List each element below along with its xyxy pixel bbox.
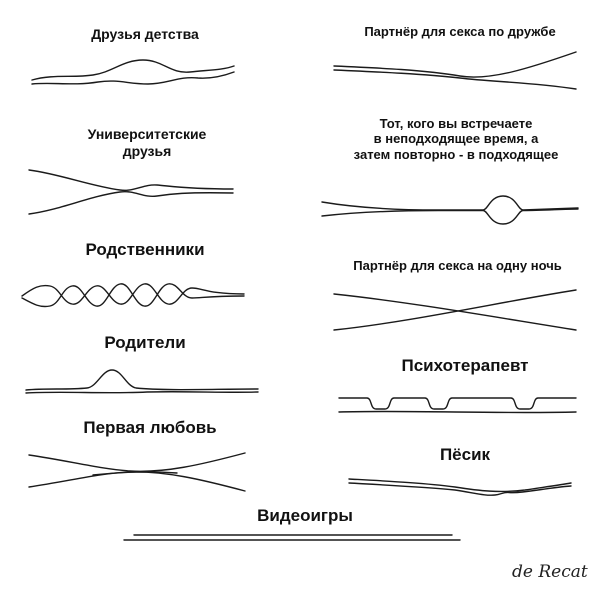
line-b bbox=[21, 283, 245, 308]
line-b bbox=[333, 69, 577, 90]
label-first-love: Первая любовь bbox=[83, 418, 217, 437]
line-c bbox=[92, 471, 178, 476]
line-b bbox=[348, 482, 572, 496]
line-a bbox=[333, 293, 577, 331]
label-parents: Родители bbox=[104, 333, 186, 352]
label-relatives: Родственники bbox=[85, 240, 205, 259]
drawing-videogames bbox=[123, 534, 461, 541]
label-videogames: Видеоигры bbox=[257, 506, 353, 525]
drawing-relatives bbox=[21, 283, 245, 308]
artist-signature: de Recat bbox=[512, 562, 588, 582]
drawing-first-love bbox=[28, 452, 246, 492]
label-therapist: Психотерапевт bbox=[401, 356, 529, 375]
line-a bbox=[348, 478, 572, 493]
line-a bbox=[28, 452, 246, 473]
line-b bbox=[338, 410, 577, 414]
label-childhood-friends: Друзья детства bbox=[91, 26, 199, 42]
line-b bbox=[31, 71, 235, 85]
line-a bbox=[31, 59, 235, 81]
drawing-therapist bbox=[338, 397, 577, 414]
drawing-fwb bbox=[333, 51, 577, 90]
label-one-night: Партнёр для секса на одну ночь bbox=[353, 258, 562, 273]
drawing-right-time bbox=[321, 195, 579, 225]
drawing-one-night bbox=[333, 289, 577, 331]
line-b bbox=[28, 190, 234, 215]
line-b bbox=[25, 391, 259, 394]
label-university-friends: Университетские друзья bbox=[87, 126, 207, 159]
drawing-dog bbox=[348, 478, 572, 496]
line-a bbox=[333, 51, 577, 78]
line-b bbox=[321, 208, 579, 225]
line-b bbox=[28, 471, 246, 492]
line-a bbox=[338, 397, 577, 410]
label-fwb: Партнёр для секса по дружбе bbox=[364, 24, 556, 39]
line-b bbox=[333, 289, 577, 331]
line-a bbox=[28, 169, 234, 192]
drawing-parents bbox=[25, 369, 259, 394]
line-a bbox=[21, 283, 245, 305]
label-dog: Пёсик bbox=[439, 445, 491, 464]
line-a bbox=[321, 195, 579, 211]
drawing-university-friends bbox=[28, 169, 234, 215]
line-a bbox=[25, 369, 259, 391]
label-right-time: Тот, кого вы встречаете в неподходящее в… bbox=[353, 116, 559, 162]
drawing-childhood-friends bbox=[31, 59, 235, 85]
